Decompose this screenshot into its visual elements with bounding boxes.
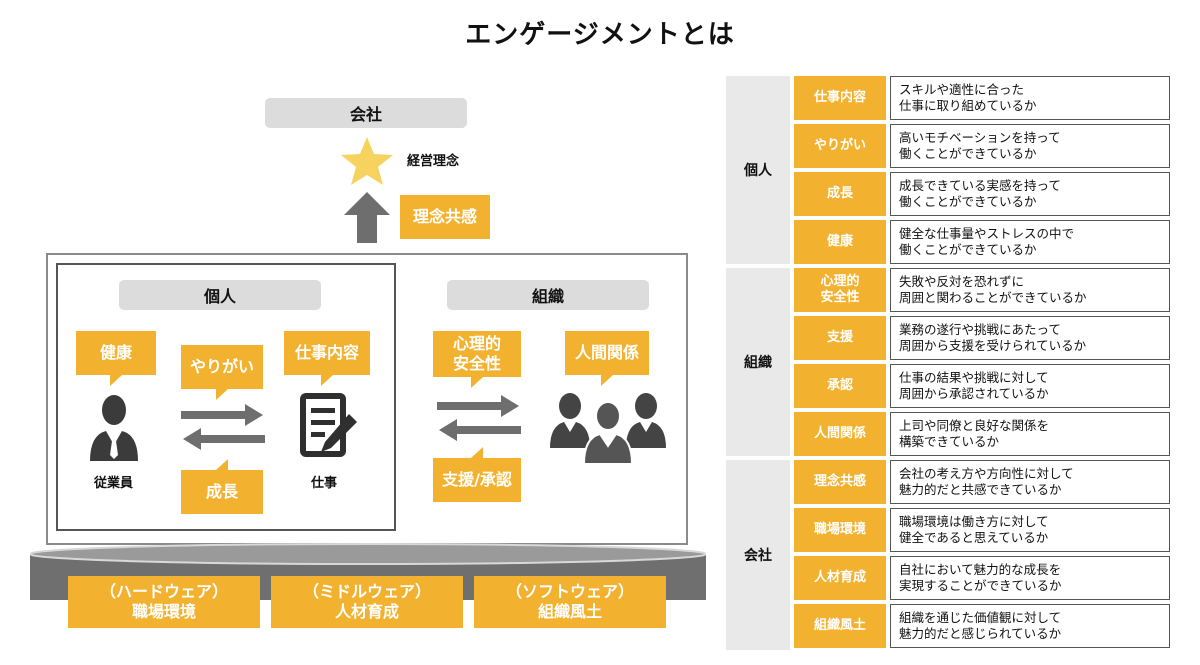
base-hardware-type: （ハードウェア） (99, 582, 228, 601)
desc-support: 業務の遂行や挑戦にあたって 周囲から支援を受けられているか (890, 316, 1170, 360)
people-group-icon (550, 393, 666, 465)
employee-icon (90, 395, 138, 461)
job-content-callout: 仕事内容 (284, 331, 370, 386)
item-recognition: 承認 (794, 364, 886, 408)
desc-philosophy-empathy: 会社の考え方や方向性に対して 魅力的だと共感できているか (890, 460, 1170, 504)
base-hardware: （ハードウェア） 職場環境 (68, 576, 260, 628)
desc-motivation: 高いモチベーションを持って 働くことができているか (890, 124, 1170, 168)
category-individual: 個人 (726, 76, 790, 264)
psych-safety-callout: 心理的 安全性 (433, 331, 521, 388)
organization-label: 組織 (447, 280, 649, 310)
page-title: エンゲージメントとは (465, 20, 735, 50)
desc-organizational-culture: 組織を通じた価値観に対して 魅力的だと感じられているか (890, 604, 1170, 648)
base-software-name: 組織風土 (537, 602, 602, 621)
item-job-content: 仕事内容 (794, 76, 886, 120)
item-talent-development: 人材育成 (794, 556, 886, 600)
item-philosophy-empathy: 理念共感 (794, 460, 886, 504)
document-pen-icon (300, 393, 357, 457)
base-software-type: （ソフトウェア） (505, 582, 634, 601)
company-label: 会社 (265, 98, 467, 128)
desc-talent-development: 自社において魅力的な成長を 実現することができているか (890, 556, 1170, 600)
base-hardware-name: 職場環境 (131, 602, 196, 621)
engagement-table: 個人 組織 会社 仕事内容 スキルや適性に合った 仕事に取り組めているか やりが… (726, 76, 1170, 650)
item-motivation: やりがい (794, 124, 886, 168)
item-support: 支援 (794, 316, 886, 360)
relationships-callout: 人間関係 (565, 331, 649, 386)
base-middleware-name: 人材育成 (334, 602, 399, 621)
exchange-arrows-icon-org (437, 395, 521, 441)
support-callout: 支援/承認 (433, 447, 521, 502)
item-workplace-environment: 職場環境 (794, 508, 886, 552)
up-arrow-icon (344, 192, 390, 243)
desc-workplace-environment: 職場環境は働き方に対して 健全であると思えているか (890, 508, 1170, 552)
base-software: （ソフトウェア） 組織風土 (474, 576, 666, 628)
growth-callout: 成長 (181, 459, 263, 514)
item-organizational-culture: 組織風土 (794, 604, 886, 648)
desc-health: 健全な仕事量やストレスの中で 働くことができているか (890, 220, 1170, 264)
desc-psych-safety: 失敗や反対を恐れずに 周囲と関わることができているか (890, 268, 1170, 312)
item-relationships: 人間関係 (794, 412, 886, 456)
category-company: 会社 (726, 460, 790, 650)
item-growth: 成長 (794, 172, 886, 216)
individual-label: 個人 (119, 280, 321, 310)
exchange-arrows-icon (181, 404, 265, 450)
desc-recognition: 仕事の結果や挑戦に対して 周囲から承認されているか (890, 364, 1170, 408)
item-health: 健康 (794, 220, 886, 264)
philosophy-empathy-box: 理念共感 (400, 195, 490, 239)
base-middleware-type: （ミドルウェア） (302, 582, 431, 601)
motivation-callout: やりがい (181, 345, 263, 400)
desc-relationships: 上司や同僚と良好な関係を 構築できているか (890, 412, 1170, 456)
item-psych-safety: 心理的 安全性 (794, 268, 886, 312)
work-label: 仕事 (311, 476, 338, 491)
category-organization: 組織 (726, 268, 790, 456)
health-callout: 健康 (76, 331, 156, 386)
desc-job-content: スキルや適性に合った 仕事に取り組めているか (890, 76, 1170, 120)
base-middleware: （ミドルウェア） 人材育成 (271, 576, 463, 628)
desc-growth: 成長できている実感を持って 働くことができているか (890, 172, 1170, 216)
employee-label: 従業員 (94, 476, 134, 491)
star-icon (341, 137, 393, 185)
philosophy-label: 経営理念 (407, 154, 460, 169)
